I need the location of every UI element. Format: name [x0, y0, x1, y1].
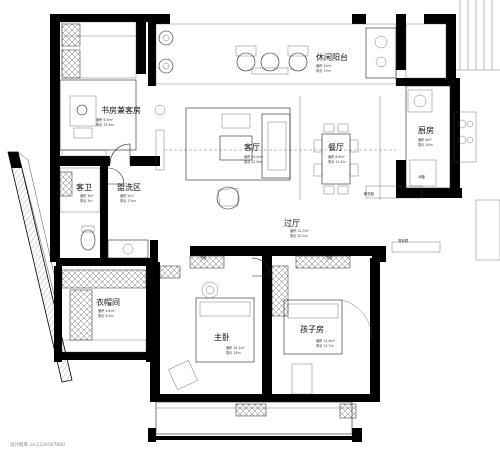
wash-area-label: 盥洗区 — [117, 182, 141, 192]
kids-area: 面积 11.4m² — [316, 338, 336, 343]
living-area: 面积 25.1m² — [244, 154, 264, 159]
living-room — [154, 104, 396, 210]
dressing-mirror-label: 穿衣镜 — [398, 238, 409, 243]
wash-area-area: 面积 2m² — [120, 193, 135, 198]
dining-area: 面积 8.6m² — [328, 154, 346, 159]
kitchen-area: 面积 6m² — [418, 137, 433, 142]
guest-bath-area: 面积 3m² — [80, 193, 95, 198]
living-perimeter: 周长 22.5m — [244, 159, 262, 164]
closet-room — [61, 269, 147, 353]
guest-bath-label: 客卫 — [76, 182, 92, 192]
master-bedroom — [159, 257, 271, 417]
dining-label: 餐厅 — [328, 143, 344, 152]
leisure-balcony-label: 休闲阳台 — [316, 52, 348, 62]
leisure-balcony — [155, 23, 447, 85]
kitchen-perimeter: 周长 10m — [418, 142, 433, 147]
hallway-perimeter: 周长 20.2m — [290, 233, 308, 238]
leisure-balcony-area: 面积 10m² — [316, 63, 333, 68]
study-label: 书房兼客房 — [101, 105, 141, 115]
leisure-balcony-perimeter: 周长 17m — [316, 68, 331, 73]
study-room — [59, 21, 137, 165]
wardrobe-left-label: 衣柜 — [200, 255, 207, 260]
master-label: 主卧 — [214, 332, 230, 342]
kids-room — [271, 265, 373, 419]
closet-perimeter: 周长 9.2m — [98, 313, 114, 318]
living-label: 客厅 — [244, 142, 260, 152]
walls — [50, 14, 462, 442]
master-perimeter: 周长 15m — [226, 350, 241, 355]
kids-perimeter: 周长 13.7m — [316, 343, 334, 348]
closet-area: 面积 4.6m² — [98, 308, 116, 313]
closet-label: 衣帽间 — [96, 297, 120, 307]
fridge-label: 冰箱 — [418, 174, 425, 179]
master-area: 面积 15.1m² — [226, 345, 246, 350]
hallway-area: 面积 12.7m² — [290, 228, 310, 233]
kitchen-label: 厨房 — [418, 125, 434, 135]
kids-label: 孩子房 — [300, 324, 324, 334]
guest-bath — [59, 167, 149, 259]
kitchen-room — [365, 85, 477, 199]
shoe-cabinet-label: 鞋衣柜 — [364, 191, 375, 196]
wash-area-perimeter: 周长 7.5m — [120, 198, 136, 203]
dining-perimeter: 周长 12.2m — [328, 159, 346, 164]
wardrobe-right-label: 衣柜 — [326, 255, 333, 260]
dining-room — [299, 96, 381, 200]
study-perimeter: 周长 13.5m — [96, 122, 114, 127]
hallway-cabinets — [189, 241, 441, 269]
exterior-lines — [456, 0, 500, 261]
guest-bath-perimeter: 周长 7m — [80, 198, 93, 203]
hallway-label: 过厅 — [284, 218, 300, 228]
study-area: 面积 9.3m² — [96, 117, 114, 122]
room-labels: 书房兼客房 面积 9.3m² 周长 13.5m 休闲阳台 面积 10m² 周长 … — [10, 52, 434, 448]
watermark: 设计图库 no.1234567890 — [10, 441, 65, 448]
